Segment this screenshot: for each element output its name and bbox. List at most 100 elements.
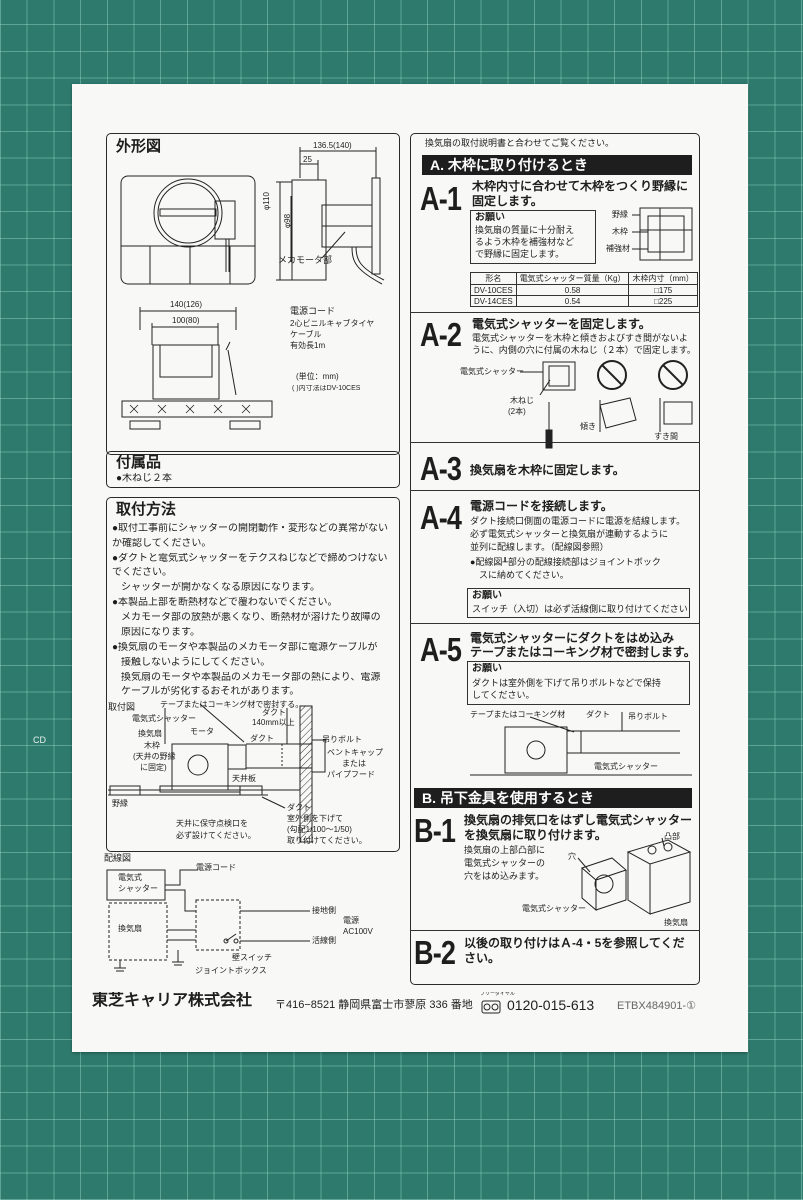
step-b2-label: B-2 [414,934,456,971]
fig-label-bolt: 吊りボルト [322,735,362,744]
step-b1-sub: 換気扇の上部凸部に [464,845,546,855]
dim-depth: 136.5(140) [313,141,352,150]
wiring-title: 配線図 [104,853,132,863]
step-b2-text: 以後の取り付けはＡ-4・5を参照してくだ [464,937,685,950]
frame-label-brace: 補強材 [606,244,630,253]
step-a4-heading: 電源コードを接続します。 [470,500,613,513]
a1-request-line: るよう木枠を補強材など [475,237,575,247]
fig-label-ceiling: 天井板 [232,774,256,783]
step-a4-text: ●配線図┸部分の配線接続部はジョイントボック [470,557,661,567]
table-header: 形名 [470,272,517,285]
step-a5-label: A-5 [420,631,462,668]
wiring-power-voltage: AC100V [343,927,373,936]
bottom-view-drawing [121,307,273,430]
installation-figure-drawing [108,703,326,843]
freedial-label: フリーダイヤル [480,992,515,997]
table-cell: DV-14CES [470,295,517,307]
accessories-box [106,451,400,488]
fig-label-slope: 取り付けてください。 [287,836,367,845]
step-b1-text: 換気扇の排気口をはずし電気式シャッター [464,814,692,827]
table-row: DV-10CES 0.58 □175 [470,284,698,296]
step-b2-text: さい。 [464,952,501,965]
a2-label-gap: すき間 [654,432,678,441]
b1-label-boss: 凸部 [664,832,680,841]
fig-label-duct-length: 140mm以上 [252,718,295,727]
step-a3-heading: 換気扇を木枠に固定します。 [470,464,625,477]
a4-request-box [467,588,690,618]
step-a1-text: 木枠内寸に合わせて木枠をつくり野縁に [472,180,689,193]
wiring-junction-box: ジョイントボックス [195,966,267,975]
phone-number: 0120-015-613 [507,997,595,1013]
company-address: 〒416−8521 静岡県富士市蓼原 336 番地 [275,999,473,1011]
a5-label-bolt: 吊りボルト [628,712,668,721]
a2-label-shutter: 電気式シャッター [460,367,524,376]
outline-drawing-box [106,133,400,455]
cable-label-3: ケーブル [290,330,322,339]
method-line: ケーブルが劣化するおそれがあります。 [121,686,300,697]
fig-label-vent: ベントキャップ [327,748,383,757]
table-header: 木枠内寸（mm） [628,272,698,285]
dim-outer-diameter: φ110 [262,192,271,210]
mat-edge-label: CD [33,735,46,745]
method-line: 原因になります。 [121,627,200,638]
step-a3-label: A-3 [420,450,462,487]
a1-request-title: お願い [475,212,505,223]
method-line: 換気扇のモータや本製品のメカモータ部の熱により、電源 [121,672,381,683]
table-cell: 0.54 [515,295,630,307]
divider [410,930,700,931]
cable-label-4: 有効長1m [290,341,326,350]
step-a4-text: スに納めてください。 [479,570,569,580]
divider [410,623,700,624]
front-view-drawing [120,175,256,285]
fig-label-frame-note: (天井の野縁 [133,752,176,761]
hanger-mounting-drawing [577,837,692,915]
wiring-shutter: シャッター [118,884,158,893]
a5-label-tape: テープまたはコーキング材 [470,710,566,719]
table-row: DV-14CES 0.54 □225 [470,295,698,307]
method-line: ●換気扇のモータや本製品のメカモータ部に電源ケーブルが [112,642,378,653]
step-a4-text: 並列に配線します。（配線図参照） [470,542,609,552]
step-a4-label: A-4 [420,499,462,536]
wiring-fan: 換気扇 [118,924,142,933]
installation-method-box [106,497,400,852]
document-code: ETBX484901-① [617,1000,696,1012]
cable-label-1: 電源コード [290,306,336,316]
step-b1-sub: 電気式シャッターの [464,858,546,868]
step-a2-label: A-2 [420,316,462,353]
fig-label-hatch: 必ず設けてください。 [176,831,256,840]
step-a5-text: 電気式シャッターにダクトをはめ込み [470,632,675,645]
b1-label-hole: 穴 [568,852,576,861]
a5-request-line: してください。 [472,690,535,700]
a1-request-box [470,210,596,264]
step-a5-text: テープまたはコーキング材で密封します。 [470,646,692,659]
table-header: 電気式シャッター質量（Kg） [515,272,630,285]
step-b1-label: B-1 [414,812,456,849]
unit-note: (単位：mm) [296,372,339,381]
accessories-title: 付属品 [116,454,162,471]
step-b1-text: を換気扇に取り付けます。 [464,829,607,842]
motor-label: メカモータ部 [278,255,333,265]
frame-structure-drawing [632,207,693,261]
fig-label-vent: パイプフード [327,770,375,779]
a5-request-title: お願い [472,663,502,674]
wiring-wall-switch: 壁スイッチ [232,953,272,962]
method-line: ●ダクトと電気式シャッターをテクスねじなどで締めつけない [112,553,388,564]
table-cell: DV-10CES [470,284,517,296]
cable-label-2: 2心ビニルキャブタイヤ [290,319,375,328]
fig-label-slope: (勾配1/100～1/50) [287,825,352,834]
a4-request-title: お願い [472,590,502,601]
intro-note: 換気扇の取付説明書と合わせてご覧ください。 [425,138,615,148]
method-line: ●本製品上部を断熱材などで覆わないでください。 [112,597,338,608]
fig-label-joist: 野縁 [112,799,128,808]
accessory-item: ●木ねじ２本 [116,473,173,484]
fig-label-shutter: 電気式シャッター [132,714,196,723]
b1-label-fan: 換気扇 [664,918,688,927]
side-view-drawing [276,147,385,285]
section-b-bar: B. 吊下金具を使用するとき [414,788,692,808]
a5-label-shutter: 電気式シャッター [594,762,658,771]
wiring-cord: 電源コード [196,863,236,872]
divider [410,490,700,491]
divider [410,442,700,443]
method-line: メカモータ部の放熱が悪くなり、断熱材が溶けたり故障の [121,612,381,623]
fig-label-fan: 換気扇 [138,729,162,738]
